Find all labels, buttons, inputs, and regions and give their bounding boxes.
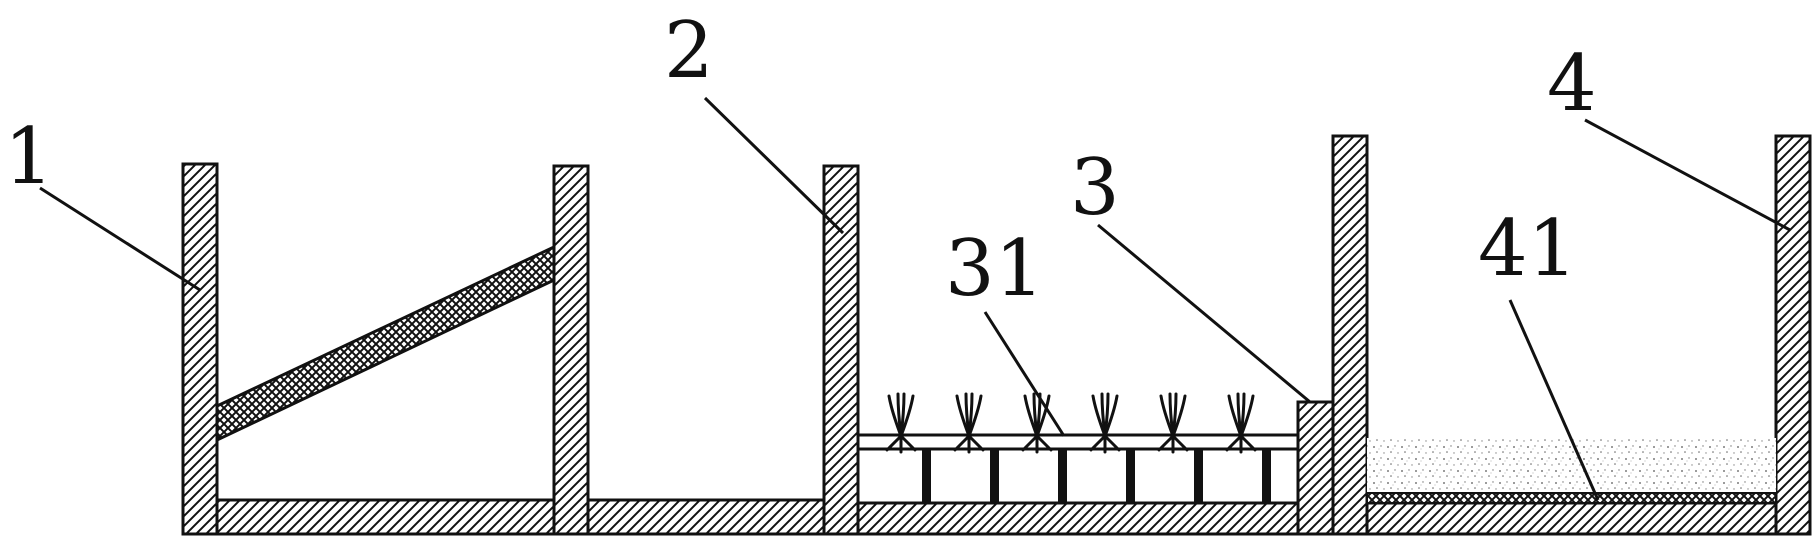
leader-2: [703, 96, 845, 235]
tank-1-right-wall: [552, 164, 590, 536]
support-post: [1126, 449, 1135, 503]
leader-1: [39, 186, 201, 292]
support-post: [922, 449, 931, 503]
leader-3: [1097, 223, 1311, 404]
leader-41: [1508, 299, 1600, 501]
label-2: 2: [664, 6, 714, 96]
tank-4-right-wall: [1774, 134, 1812, 536]
support-post: [1262, 449, 1271, 503]
label-41: 41: [1478, 204, 1577, 294]
platform-supports: [922, 449, 1271, 503]
label-3: 3: [1070, 143, 1120, 233]
filter-layer: [1366, 492, 1777, 504]
tank-2-floor: [586, 498, 826, 536]
plant: [1089, 392, 1121, 454]
label-31: 31: [945, 224, 1044, 314]
tank-1-left-wall: [181, 162, 219, 536]
support-post: [1194, 449, 1203, 503]
plant: [1157, 392, 1189, 454]
leader-31: [983, 311, 1066, 437]
tank-4-left-wall: [1331, 134, 1369, 536]
plant: [1225, 392, 1257, 454]
sand-layer: [1367, 438, 1776, 493]
inclined-screen: [215, 244, 556, 443]
leader-4: [1584, 118, 1791, 232]
label-4: 4: [1547, 39, 1597, 129]
support-post: [1058, 449, 1067, 503]
label-1: 1: [4, 112, 54, 202]
tank-2: [586, 164, 860, 536]
tank-3: [856, 392, 1335, 536]
support-post: [990, 449, 999, 503]
plants: [885, 392, 1257, 454]
plant: [885, 392, 917, 454]
leader-lines: [39, 96, 1791, 501]
tank-2-right-wall: [822, 164, 860, 536]
tank-1: [181, 162, 590, 536]
tank-3-floor: [856, 501, 1300, 536]
tank-1-floor: [215, 498, 556, 536]
tank-3-weir: [1296, 400, 1335, 536]
tank-4-floor: [1365, 501, 1778, 536]
plant: [953, 392, 985, 454]
tank-4: [1331, 134, 1812, 536]
reference-labels: 1 2 3 31 4 41: [4, 6, 1597, 314]
